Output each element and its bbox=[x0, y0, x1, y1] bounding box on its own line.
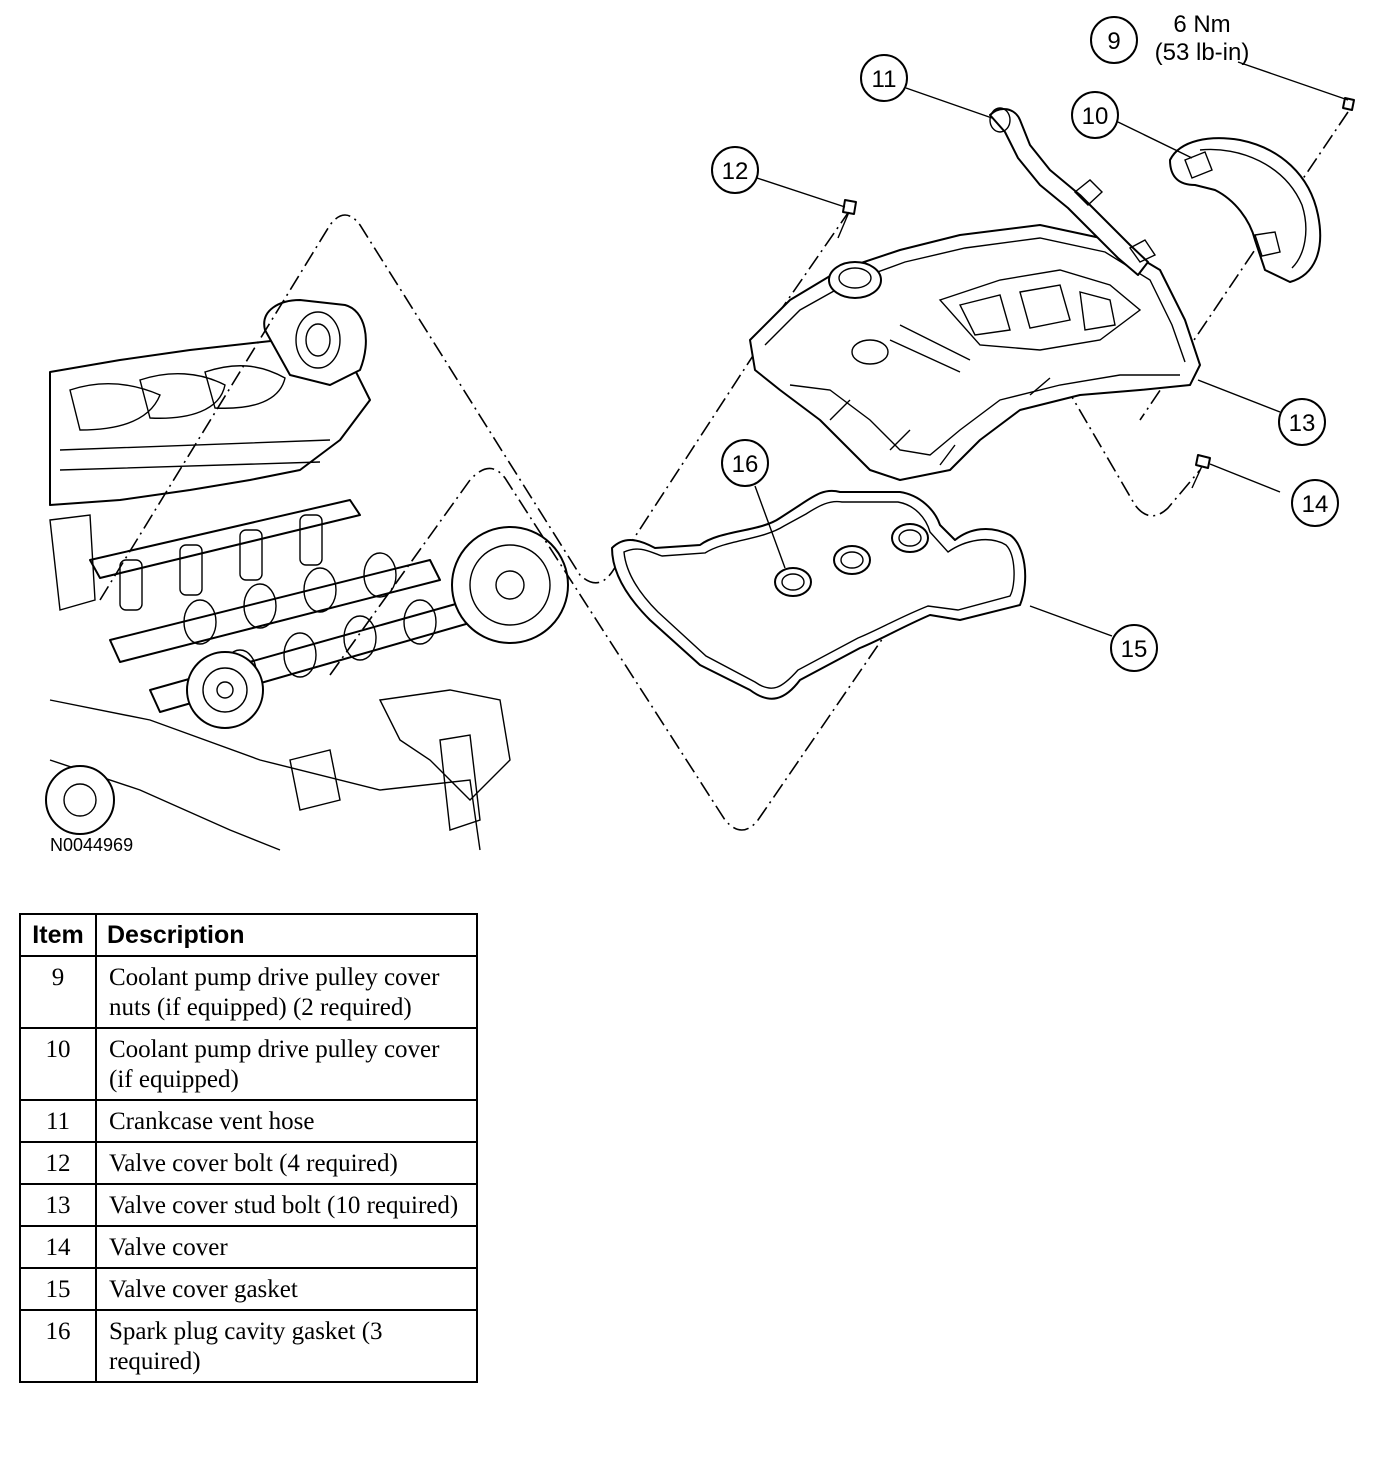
legend-description: Coolant pump drive pulley cover nuts (if… bbox=[95, 955, 478, 1029]
legend-row: 16 Spark plug cavity gasket (3 required) bbox=[19, 1309, 478, 1383]
valve-cover-stud-bolt-shape bbox=[1195, 454, 1211, 469]
legend-row: 14 Valve cover bbox=[19, 1225, 478, 1269]
valve-cover-bolt-shape bbox=[842, 199, 857, 215]
leader-9 bbox=[1237, 61, 1349, 101]
svg-text:15: 15 bbox=[1121, 636, 1148, 663]
legend-item: 10 bbox=[19, 1027, 97, 1101]
svg-text:12: 12 bbox=[722, 158, 749, 185]
legend-header-description: Description bbox=[95, 913, 478, 957]
leader-10 bbox=[1117, 121, 1193, 159]
spark-plug-gasket-3 bbox=[891, 523, 929, 553]
legend-item: 16 bbox=[19, 1309, 97, 1383]
legend-description: Crankcase vent hose bbox=[95, 1099, 478, 1143]
engine-illustration bbox=[45, 299, 569, 851]
torque-lbin: (53 lb-in) bbox=[1155, 39, 1250, 66]
leader-15 bbox=[1029, 605, 1113, 637]
leader-11 bbox=[905, 87, 993, 119]
legend-row: 15 Valve cover gasket bbox=[19, 1267, 478, 1311]
callout-12: 12 bbox=[711, 146, 759, 194]
callout-16: 16 bbox=[721, 439, 769, 487]
leader-12 bbox=[756, 177, 846, 208]
legend-row: 9 Coolant pump drive pulley cover nuts (… bbox=[19, 955, 478, 1029]
callout-13: 13 bbox=[1278, 398, 1326, 446]
svg-text:14: 14 bbox=[1302, 491, 1329, 518]
legend-description: Valve cover stud bolt (10 required) bbox=[95, 1183, 478, 1227]
callout-15: 15 bbox=[1110, 624, 1158, 672]
leader-14 bbox=[1209, 463, 1281, 493]
svg-text:10: 10 bbox=[1082, 103, 1109, 130]
leader-16 bbox=[754, 485, 786, 569]
legend-item: 13 bbox=[19, 1183, 97, 1227]
legend-item: 14 bbox=[19, 1225, 97, 1269]
svg-text:13: 13 bbox=[1289, 410, 1316, 437]
legend-header-item: Item bbox=[19, 913, 97, 957]
figure-id: N0044969 bbox=[50, 835, 133, 855]
svg-text:16: 16 bbox=[732, 451, 759, 478]
legend-row: 11 Crankcase vent hose bbox=[19, 1099, 478, 1143]
legend-item: 9 bbox=[19, 955, 97, 1029]
valve-cover-gasket-shape bbox=[611, 489, 1027, 700]
exploded-view-diagram: 9 10 11 12 13 14 15 16 6 Nm (53 lb-in) N… bbox=[45, 11, 1355, 855]
callout-9: 9 bbox=[1090, 16, 1138, 64]
leader-13 bbox=[1197, 379, 1281, 413]
legend-item: 12 bbox=[19, 1141, 97, 1185]
torque-nm: 6 Nm bbox=[1173, 11, 1230, 38]
spark-plug-gasket-2 bbox=[833, 545, 871, 575]
spark-plug-gasket-1 bbox=[774, 567, 812, 597]
legend-description: Valve cover bbox=[95, 1225, 478, 1269]
callout-14: 14 bbox=[1291, 479, 1339, 527]
svg-text:11: 11 bbox=[872, 66, 897, 93]
phantom-outline-lower bbox=[329, 467, 886, 831]
legend-row: 12 Valve cover bolt (4 required) bbox=[19, 1141, 478, 1185]
legend-row: 13 Valve cover stud bolt (10 required) bbox=[19, 1183, 478, 1227]
legend-description: Spark plug cavity gasket (3 required) bbox=[95, 1309, 478, 1383]
pulley-cover-shape bbox=[1169, 137, 1322, 283]
legend-description: Valve cover gasket bbox=[95, 1267, 478, 1311]
legend-item: 15 bbox=[19, 1267, 97, 1311]
legend-description: Valve cover bolt (4 required) bbox=[95, 1141, 478, 1185]
legend-row: 10 Coolant pump drive pulley cover (if e… bbox=[19, 1027, 478, 1101]
callout-11: 11 bbox=[860, 54, 908, 102]
legend-description: Coolant pump drive pulley cover (if equi… bbox=[95, 1027, 478, 1101]
legend-table: Item Description 9 Coolant pump drive pu… bbox=[19, 913, 478, 1383]
pulley-cover-nut-shape bbox=[1342, 97, 1355, 111]
svg-text:9: 9 bbox=[1107, 28, 1120, 55]
legend-header-row: Item Description bbox=[19, 913, 478, 957]
legend-item: 11 bbox=[19, 1099, 97, 1143]
phantom-outline-large bbox=[99, 214, 761, 601]
callout-10: 10 bbox=[1071, 91, 1119, 139]
